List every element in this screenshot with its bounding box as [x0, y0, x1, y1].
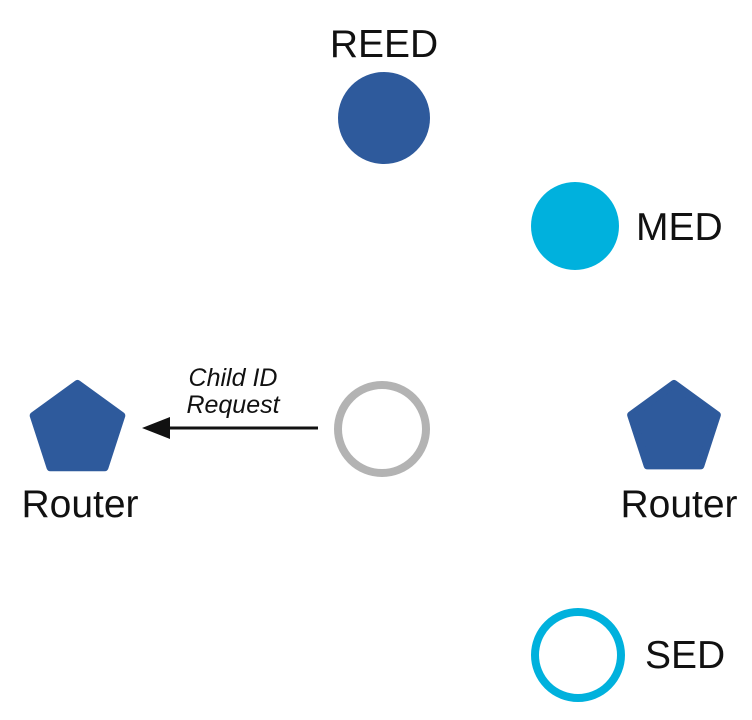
sed-label: SED	[645, 634, 725, 677]
med-node-circle	[531, 182, 619, 270]
router-left-label: Router	[21, 483, 138, 526]
child-node-circle	[334, 381, 430, 477]
reed-node-circle	[338, 72, 430, 164]
message-label-line1: Child ID	[189, 364, 278, 392]
message-arrow-head	[142, 417, 170, 439]
router-right-node-pentagon	[627, 380, 721, 470]
router-right-label: Router	[620, 483, 737, 526]
reed-label: REED	[330, 23, 438, 66]
med-label: MED	[636, 206, 723, 249]
message-label-line2: Request	[186, 391, 280, 419]
router-left-node-pentagon	[29, 380, 126, 472]
sed-node-circle	[531, 608, 625, 702]
